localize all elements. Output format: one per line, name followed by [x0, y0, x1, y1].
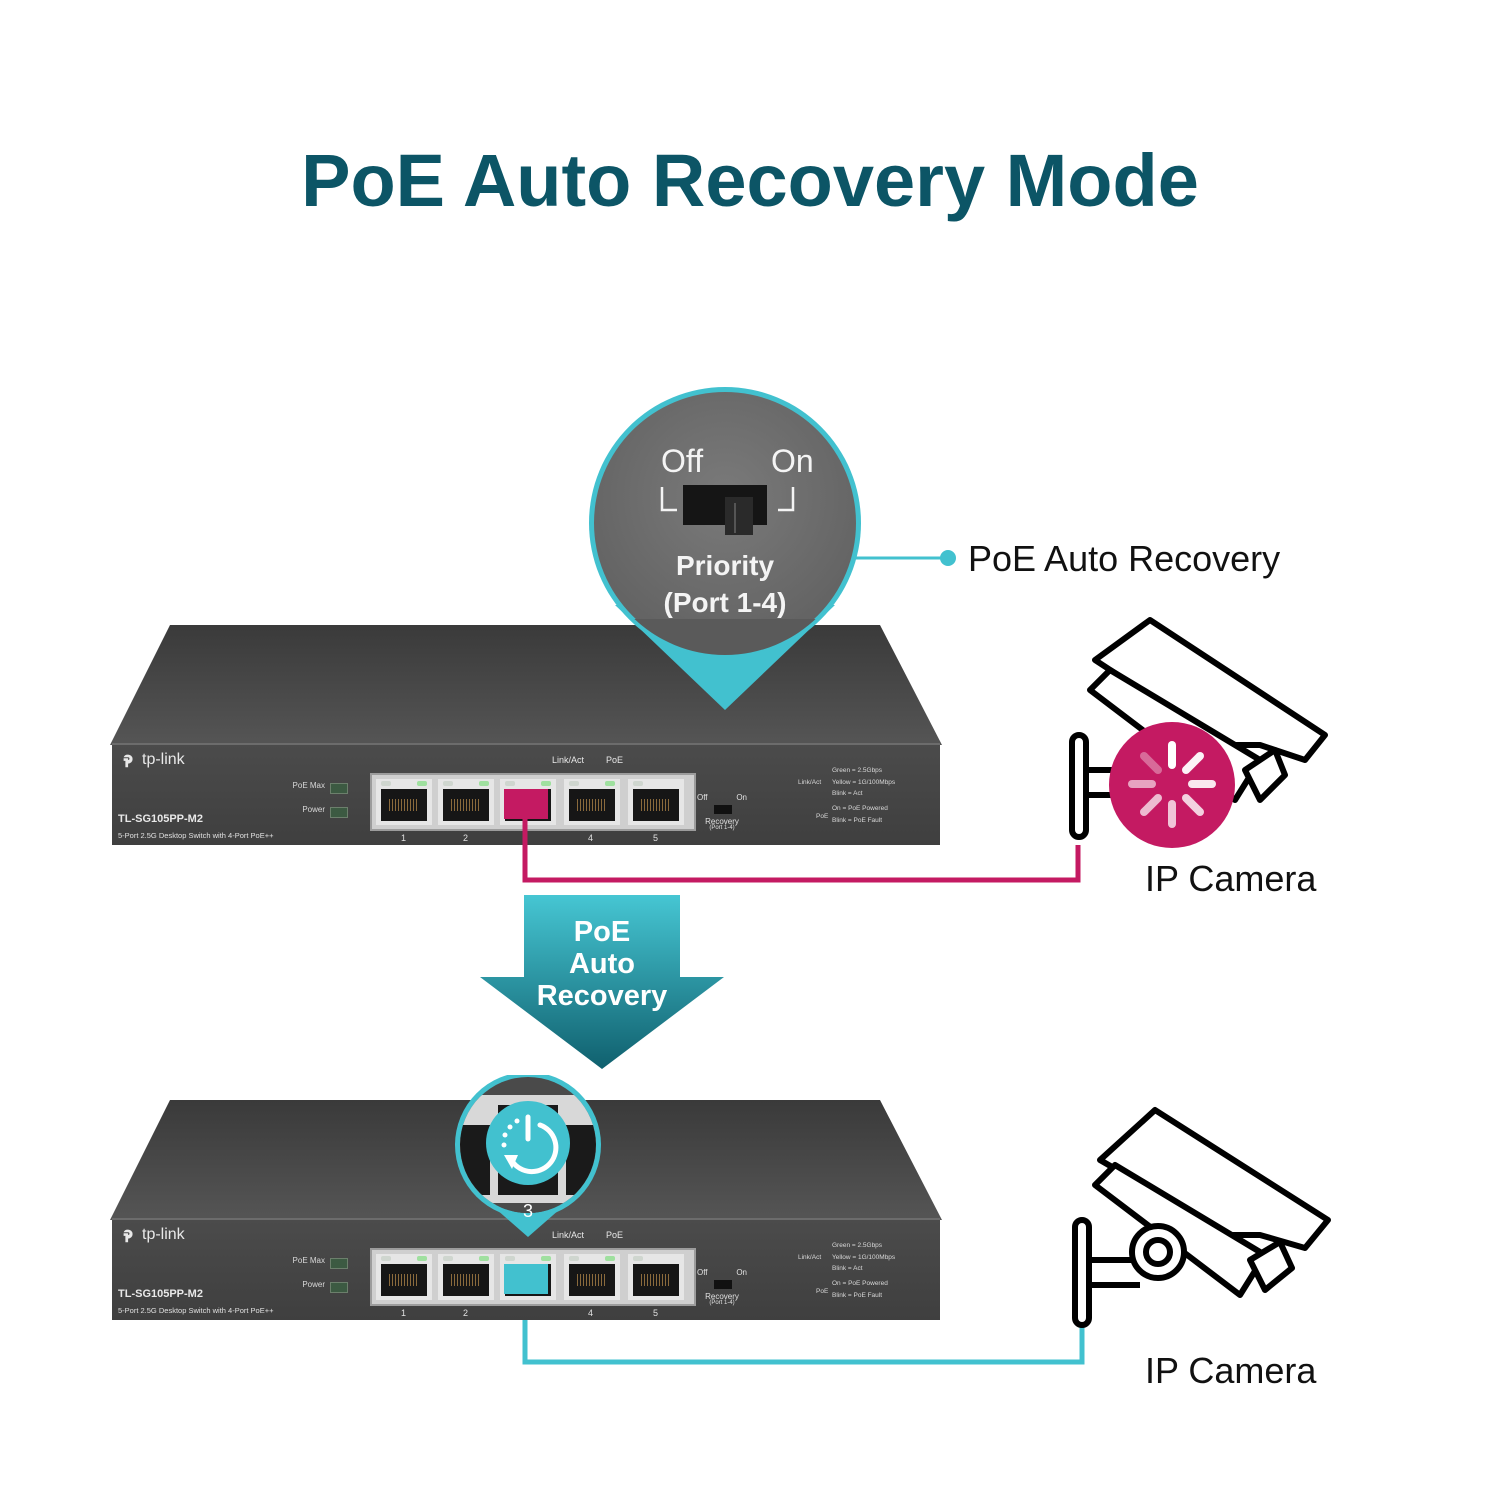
page-title: PoE Auto Recovery Mode	[301, 139, 1199, 222]
port-4[interactable]	[564, 1254, 620, 1300]
fault-badge	[1109, 722, 1235, 848]
power-label: Power	[302, 1280, 325, 1289]
recovery-sublabel: (Port 1-4)	[709, 825, 735, 831]
fault-cable-plug	[504, 789, 548, 819]
port-number: 4	[588, 833, 594, 843]
callout-label: PoE Auto Recovery	[968, 538, 1281, 579]
recovery-arrow	[480, 895, 724, 1069]
poe-max-label: PoE Max	[292, 1256, 325, 1265]
recovery-off-label: Off	[697, 1268, 708, 1277]
arrow-line: PoE	[573, 916, 631, 948]
port-5[interactable]	[628, 779, 684, 825]
brand-name: tp-link	[142, 751, 185, 768]
power-label: Power	[302, 805, 325, 814]
legend-link-act-label: Link/Act	[798, 779, 822, 786]
zoom-port-number: 3	[523, 1201, 533, 1221]
legend-row: Blink = Act	[832, 1265, 863, 1272]
port-1[interactable]	[376, 1254, 432, 1300]
link-act-header: Link/Act	[552, 1230, 585, 1240]
zoom-magnifier-port: 3	[455, 1075, 601, 1237]
zoom-on-label: On	[771, 443, 814, 479]
port-2[interactable]	[438, 1254, 494, 1300]
port-block	[370, 1248, 696, 1306]
recovery-sublabel: (Port 1-4)	[709, 1300, 735, 1306]
ip-camera-fault-icon	[1069, 617, 1328, 848]
ip-camera-label-bottom: IP Camera	[1145, 1350, 1317, 1391]
poe-header: PoE	[606, 755, 624, 765]
model-name: TL-SG105PP-M2	[118, 813, 203, 825]
legend-row: Green = 2.5Gbps	[832, 1242, 883, 1249]
zoom-caption-line2: (Port 1-4)	[664, 587, 787, 618]
ip-camera-icon	[1072, 1107, 1331, 1328]
legend-row: On = PoE Powered	[832, 1280, 888, 1287]
poe-max-led	[330, 783, 348, 794]
poe-max-led	[330, 1258, 348, 1269]
loading-spinner-icon	[1128, 741, 1216, 828]
recovery-on-label: On	[736, 1268, 747, 1277]
brand: tp-link	[120, 1226, 185, 1244]
recovery-off-label: Off	[697, 793, 708, 802]
callout-dot	[940, 550, 956, 566]
zoom-off-label: Off	[661, 443, 703, 479]
port-2[interactable]	[438, 779, 494, 825]
legend-row: Blink = PoE Fault	[832, 1291, 883, 1299]
recovery-toggle[interactable]	[714, 1280, 732, 1289]
port-number: 1	[401, 833, 407, 843]
recovery-toggle[interactable]	[714, 805, 732, 814]
port-number: 4	[588, 1308, 594, 1318]
brand: tp-link	[120, 751, 185, 769]
legend-row: Yellow = 1G/100Mbps	[832, 778, 896, 786]
link-act-header: Link/Act	[552, 755, 585, 765]
port-number: 2	[463, 833, 469, 843]
legend-row: Blink = Act	[832, 790, 863, 797]
legend-row: Green = 2.5Gbps	[832, 767, 883, 774]
port-block	[370, 773, 696, 831]
recovered-cable-line	[522, 1290, 1085, 1365]
tp-link-logo-icon	[123, 754, 133, 768]
port-number: 5	[653, 833, 659, 843]
zoom-magnifier-switch: Off On Priority (Port 1-4)	[589, 387, 861, 710]
poe-max-label: PoE Max	[292, 781, 325, 790]
brand-name: tp-link	[142, 1226, 185, 1243]
recovery-on-label: On	[736, 793, 747, 802]
legend-row: On = PoE Powered	[832, 805, 888, 812]
power-led	[330, 807, 348, 818]
fault-cable-line	[522, 815, 1081, 883]
switch-top: tp-link TL-SG105PP-M2 5-Port 2.5G Deskto…	[110, 625, 942, 845]
model-description: 5-Port 2.5G Desktop Switch with 4-Port P…	[118, 1306, 274, 1315]
port-number: 1	[401, 1308, 407, 1318]
port-1[interactable]	[376, 779, 432, 825]
tp-link-logo-icon	[123, 1229, 133, 1243]
zoom-caption-line1: Priority	[676, 550, 774, 581]
port-number: 2	[463, 1308, 469, 1318]
legend-link-act-label: Link/Act	[798, 1254, 822, 1261]
recovered-cable-plug	[504, 1264, 548, 1294]
poe-header: PoE	[606, 1230, 624, 1240]
port-4[interactable]	[564, 779, 620, 825]
model-name: TL-SG105PP-M2	[118, 1288, 203, 1300]
model-description: 5-Port 2.5G Desktop Switch with 4-Port P…	[118, 831, 274, 840]
ip-camera-label-top: IP Camera	[1145, 858, 1317, 899]
legend-poe-label: PoE	[816, 1288, 829, 1295]
recovery-arrow-label: PoE Auto Recovery	[478, 916, 726, 1012]
recovery-label: Recovery	[705, 1292, 739, 1301]
arrow-line: Auto	[568, 948, 636, 980]
arrow-line: Recovery	[536, 980, 668, 1012]
legend-poe-label: PoE	[816, 813, 829, 820]
port-5[interactable]	[628, 1254, 684, 1300]
recovery-label: Recovery	[705, 817, 739, 826]
legend-row: Yellow = 1G/100Mbps	[832, 1253, 896, 1261]
port-number: 5	[653, 1308, 659, 1318]
legend-row: Blink = PoE Fault	[832, 816, 883, 824]
power-led	[330, 1282, 348, 1293]
